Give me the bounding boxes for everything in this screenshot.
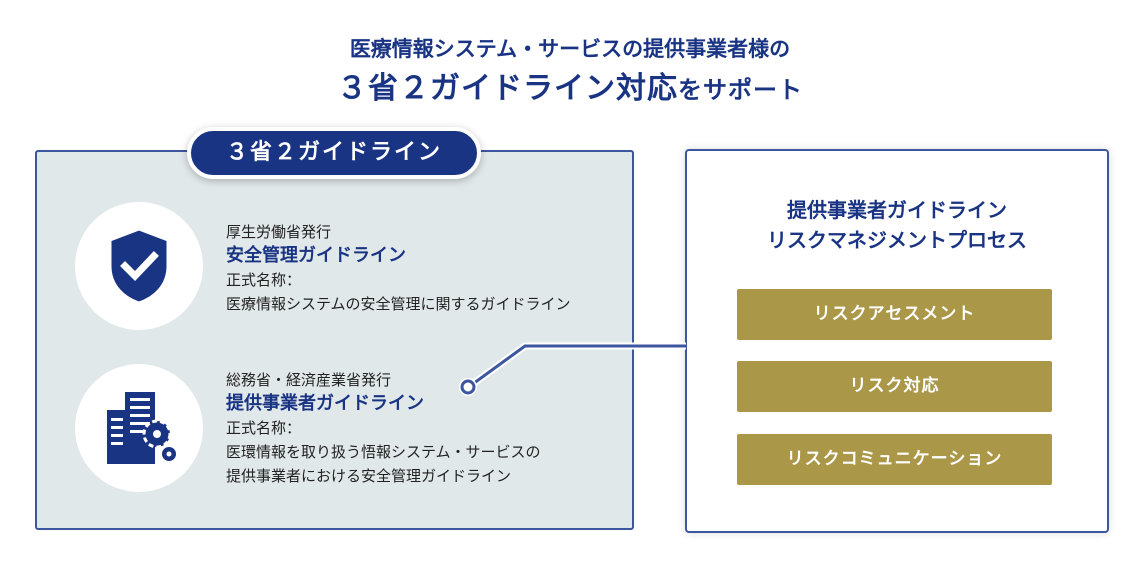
formal-name-line-2: 提供事業者における安全管理ガイドライン: [226, 467, 512, 485]
header-title-tail: をサポート: [678, 76, 803, 104]
guideline-item-2: 総務省・経済産業省発行 提供事業者ガイドライン 正式名称： 医環情報を取り扱う悟…: [226, 368, 541, 488]
formal-label: 正式名称：: [226, 271, 302, 289]
header-title: ３省２ガイドライン対応をサポート: [0, 63, 1140, 107]
step-risk-assessment: リスクアセスメント: [737, 289, 1052, 340]
guideline-item-1: 厚生労働省発行 安全管理ガイドライン 正式名称： 医療情報システムの安全管理に関…: [226, 220, 571, 316]
header-subtitle: 医療情報システム・サービスの提供事業者様の: [349, 37, 791, 61]
formal-name: 医療情報システムの安全管理に関するガイドライン: [226, 295, 571, 313]
guideline-name: 提供事業者ガイドライン: [226, 393, 424, 414]
step-risk-treatment: リスク対応: [737, 361, 1052, 412]
title-line-2: リスクマネジメントプロセス: [767, 228, 1027, 252]
risk-process-panel: 提供事業者ガイドライン リスクマネジメントプロセス リスクアセスメント リスク対…: [685, 149, 1109, 533]
issuer: 厚生労働省発行: [226, 223, 332, 241]
shield-check-icon: [75, 202, 203, 330]
header-title-main: ３省２ガイドライン対応: [337, 71, 678, 106]
step-risk-communication: リスクコミュニケーション: [737, 434, 1052, 485]
building-gear-icon: [75, 364, 203, 492]
formal-name-line-1: 医環情報を取り扱う悟報システム・サービスの: [226, 443, 541, 461]
risk-process-title: 提供事業者ガイドライン リスクマネジメントプロセス: [687, 195, 1107, 255]
guidelines-badge: ３省２ガイドライン: [187, 127, 481, 179]
formal-label: 正式名称：: [226, 419, 302, 437]
title-line-1: 提供事業者ガイドライン: [787, 198, 1007, 222]
issuer: 総務省・経済産業省発行: [226, 371, 392, 389]
guideline-name: 安全管理ガイドライン: [226, 245, 406, 266]
